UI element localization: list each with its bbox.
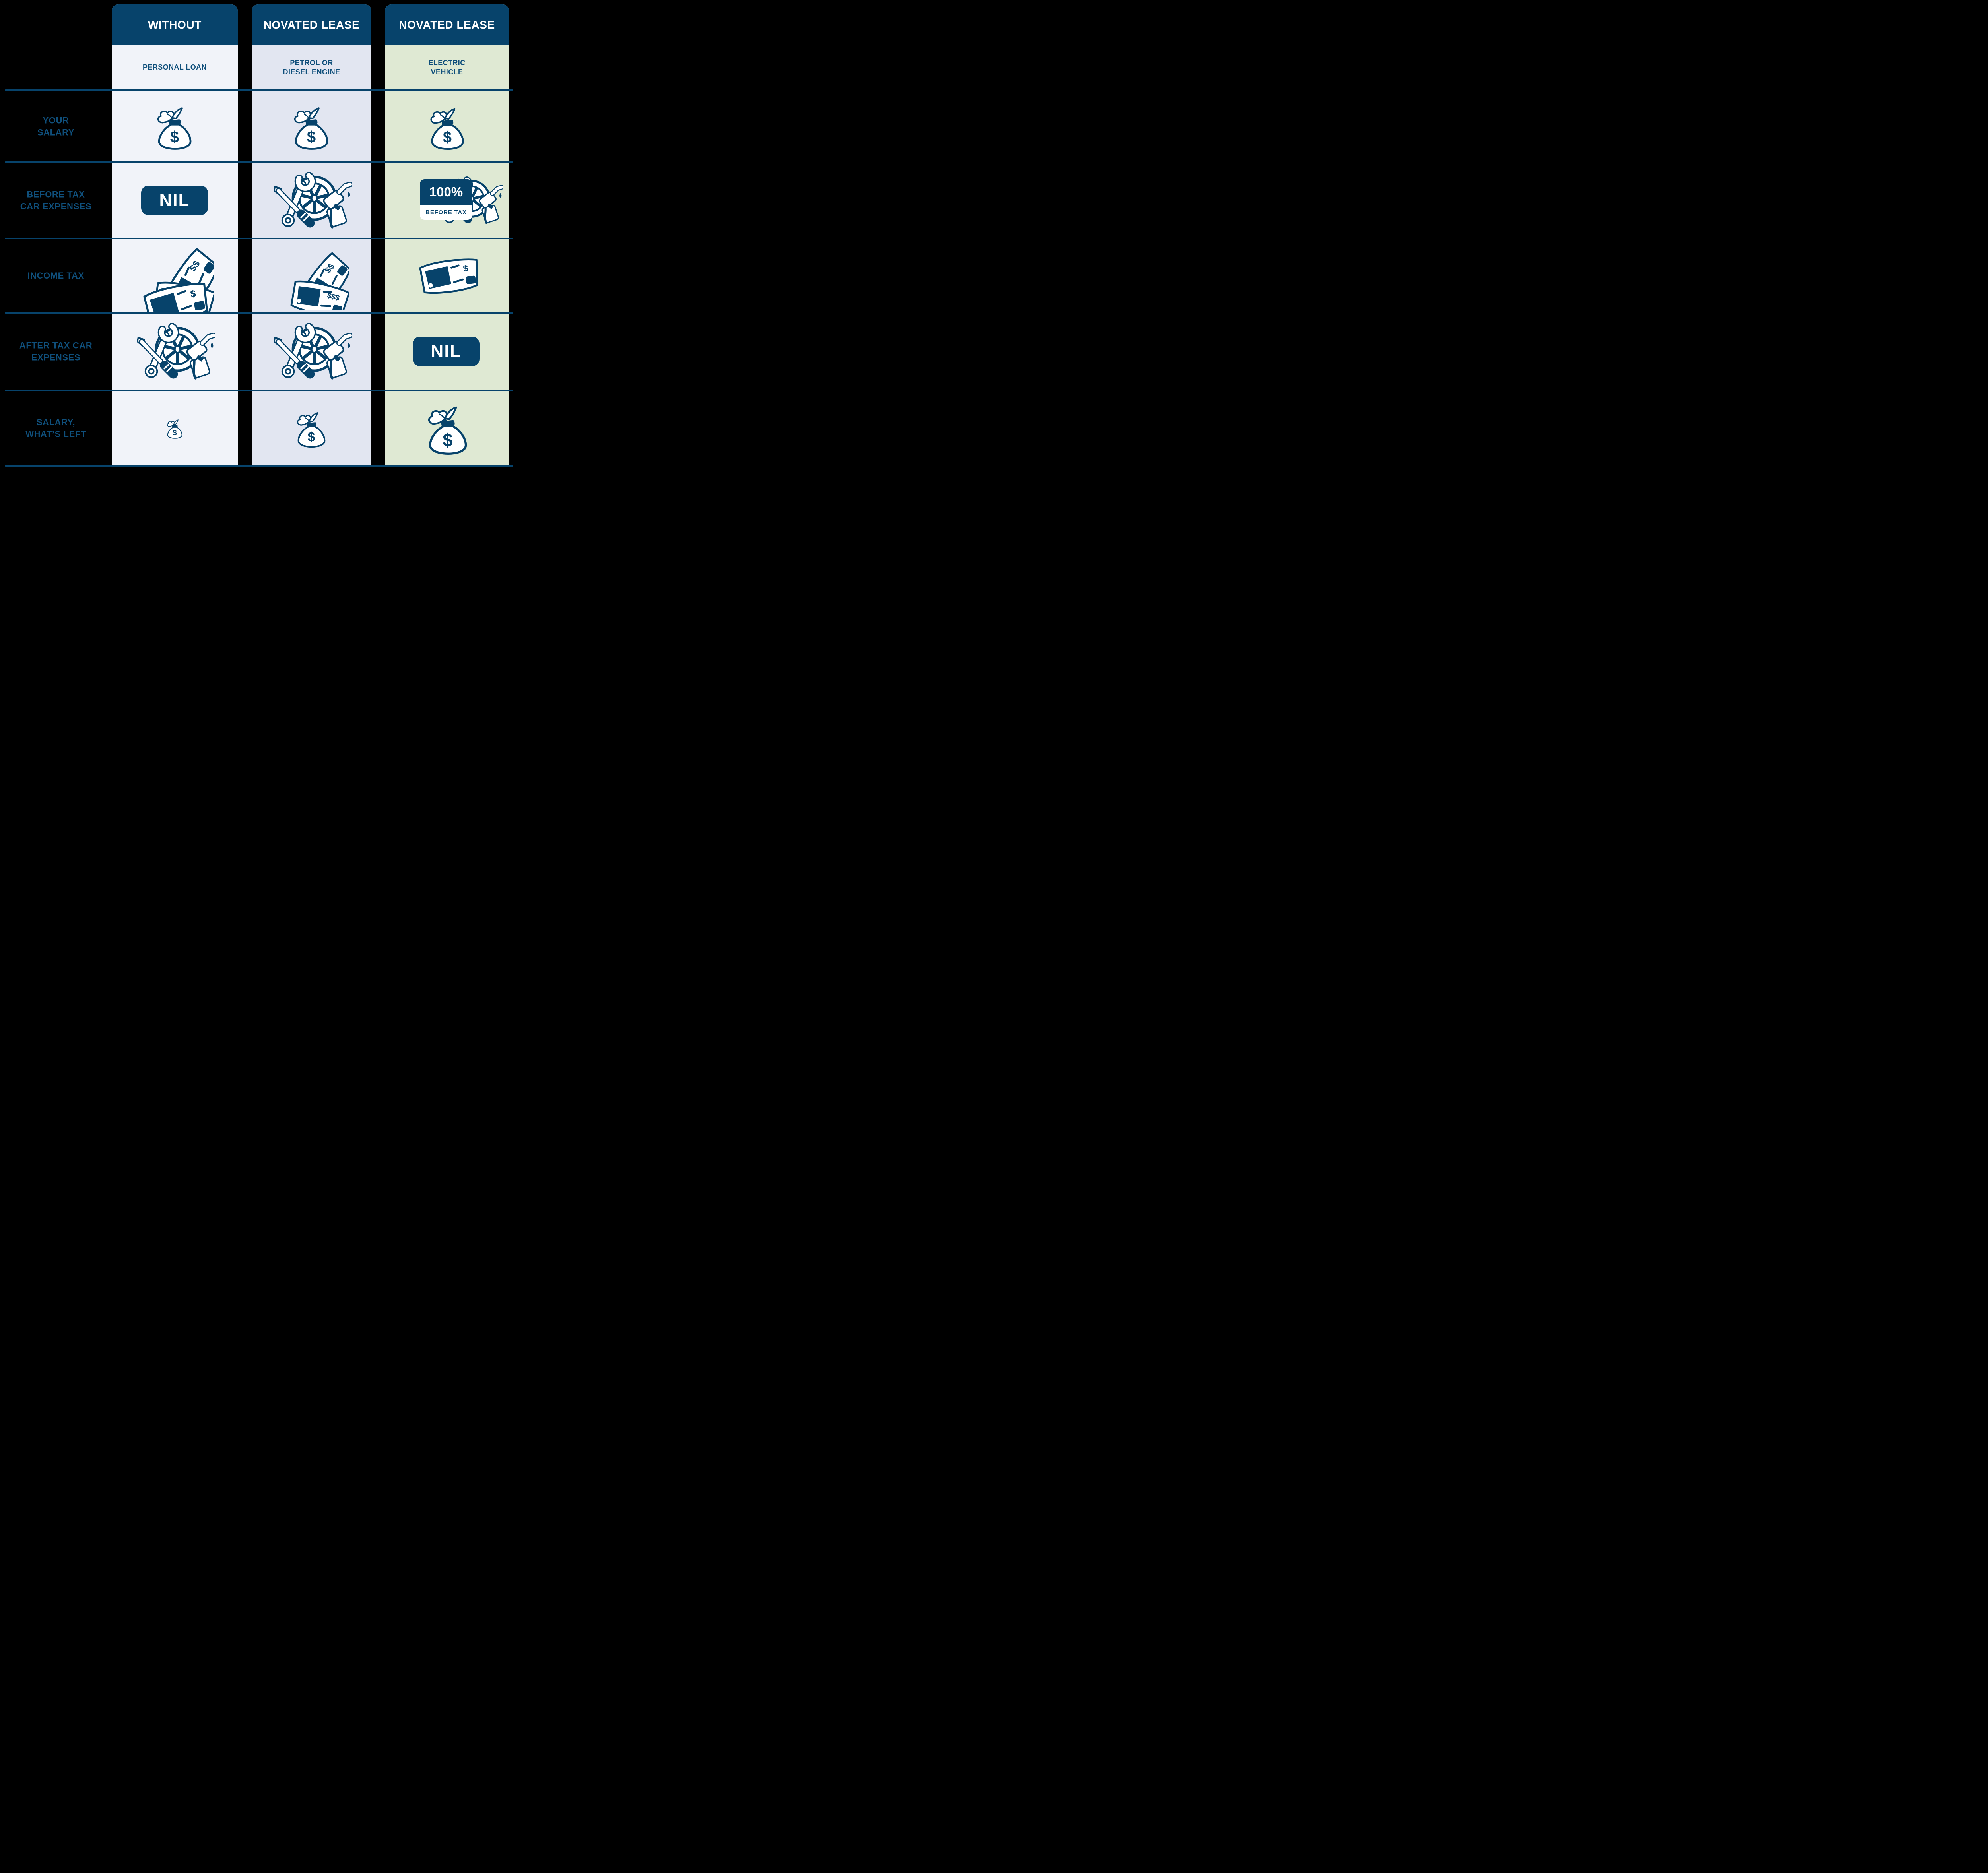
cell-salary-ev: [424, 101, 471, 153]
column-card-novated-petrol: NOVATED LEASE PETROL OR DIESEL ENGINE: [252, 4, 371, 467]
row-divider: [5, 390, 513, 391]
column-header: WITHOUT: [112, 4, 238, 45]
column-subheader: ELECTRIC VEHICLE: [428, 58, 466, 76]
money-bag-icon: [287, 100, 335, 153]
banknotes-icon: [135, 241, 214, 312]
nil-badge: NIL: [413, 337, 480, 366]
money-bag-icon: [424, 101, 471, 153]
row-label-income-tax: INCOME TAX: [27, 271, 84, 281]
cell-after-tax-ev: NIL: [413, 337, 480, 366]
column-header: NOVATED LEASE: [385, 4, 509, 45]
car-expenses-icon: [134, 318, 215, 385]
cell-salary-petrol: [287, 100, 335, 153]
row-divider: [5, 312, 513, 314]
cell-salary-without: [151, 100, 198, 153]
column-subheader: PERSONAL LOAN: [143, 63, 207, 72]
novated-lease-comparison-table: WITHOUT PERSONAL LOAN NOVATED LEASE PETR…: [0, 0, 513, 468]
money-bag-icon: [291, 406, 331, 450]
column-card-novated-ev: NOVATED LEASE ELECTRIC VEHICLE: [385, 4, 509, 467]
car-expenses-icon: [271, 318, 352, 385]
column-card-without: WITHOUT PERSONAL LOAN: [112, 4, 238, 467]
before-tax-badge: 100% BEFORE TAX: [420, 179, 472, 220]
row-divider: [5, 238, 513, 239]
cell-income-tax-petrol: [274, 242, 349, 310]
before-tax-badge-percent: 100%: [420, 179, 472, 205]
row-divider: [5, 161, 513, 163]
column-header-label: NOVATED LEASE: [399, 18, 495, 31]
money-bag-icon: [421, 398, 475, 458]
cell-income-tax-without: [135, 241, 214, 312]
cell-income-tax-ev: [416, 255, 479, 294]
cell-before-tax-without: NIL: [141, 186, 208, 215]
nil-badge: NIL: [141, 186, 208, 215]
cell-whats-left-without: [164, 416, 186, 440]
column-subheader: PETROL OR DIESEL ENGINE: [283, 58, 340, 76]
cell-after-tax-petrol: [271, 318, 352, 385]
row-label-salary-whats-left: SALARY, WHAT’S LEFT: [25, 417, 86, 439]
cell-whats-left-ev: [421, 398, 475, 458]
cell-after-tax-without: [134, 318, 215, 385]
column-header-label: WITHOUT: [148, 18, 202, 31]
before-tax-badge-caption: BEFORE TAX: [420, 205, 472, 220]
column-header: NOVATED LEASE: [252, 4, 371, 45]
row-divider: [5, 465, 513, 467]
row-divider: [5, 89, 513, 91]
row-label-after-tax-car-expenses: AFTER TAX CAR EXPENSES: [19, 340, 93, 362]
row-label-your-salary: YOUR SALARY: [37, 115, 75, 137]
cell-before-tax-petrol: [271, 167, 352, 234]
column-header-label: NOVATED LEASE: [263, 18, 360, 31]
banknote-icon: [416, 255, 479, 294]
cell-whats-left-petrol: [291, 406, 331, 450]
money-bag-icon: [151, 100, 198, 153]
money-bag-icon: [164, 416, 186, 440]
banknotes-icon: [274, 242, 349, 310]
car-expenses-icon: [271, 167, 352, 234]
row-label-before-tax-car-expenses: BEFORE TAX CAR EXPENSES: [20, 189, 92, 211]
